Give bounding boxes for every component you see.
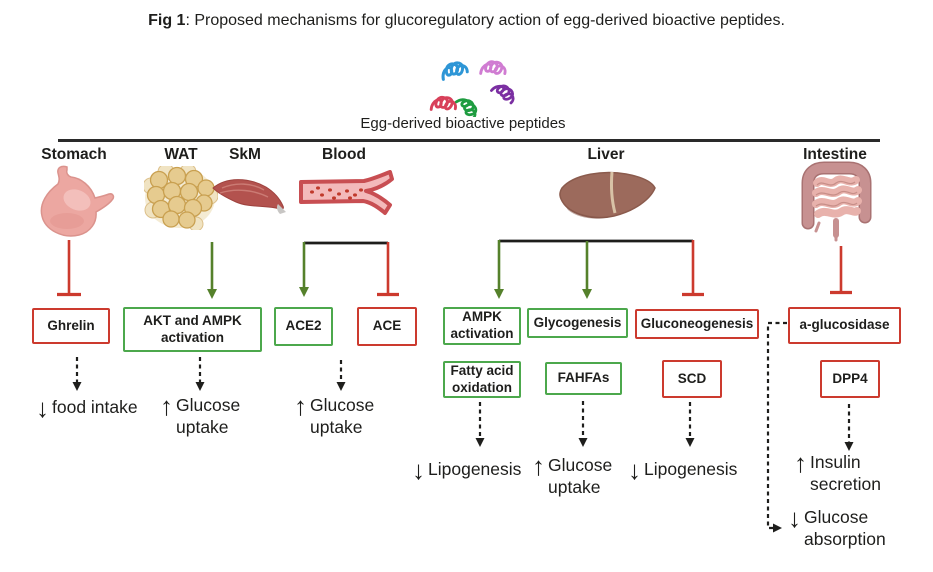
outcome-label: Glucose uptake <box>176 395 241 437</box>
outcome-label: food intake <box>52 397 138 417</box>
blood-branch <box>299 241 399 297</box>
down-arrow-icon: ↓ <box>412 455 425 485</box>
down-arrow-icon: ↓ <box>628 455 641 485</box>
box-ghrelin: Ghrelin <box>32 308 110 344</box>
divider-line <box>58 139 880 142</box>
outcome-label: Glucose uptake <box>310 395 375 437</box>
intestine-inhibit-line <box>830 246 852 295</box>
organ-label-blood: Blood <box>322 146 366 163</box>
organ-label-stomach: Stomach <box>41 146 107 163</box>
outcome-glucose-uptake-liver: ↑ Glucose uptake <box>532 451 613 499</box>
liver-branch <box>494 239 704 299</box>
outcome-glucose-uptake-blood: ↑ Glucose uptake <box>294 391 375 439</box>
skm-illustration <box>212 179 286 214</box>
up-arrow-icon: ↑ <box>794 448 807 478</box>
peptide-cluster-label: Egg-derived bioactive peptides <box>360 115 566 132</box>
figure-number: Fig 1 <box>148 12 186 29</box>
outcome-label: Glucose absorption <box>804 507 886 549</box>
box-akt-ampk: AKT and AMPK activation <box>123 307 262 352</box>
box-gluconeogenesis: Gluconeogenesis <box>635 309 759 339</box>
box-dpp4: DPP4 <box>820 360 880 398</box>
organ-label-skm: SkM <box>229 146 261 163</box>
stomach-illustration <box>40 165 115 237</box>
box-ampk-activation: AMPK activation <box>443 307 521 345</box>
box-ace2: ACE2 <box>274 307 333 346</box>
outcome-glucose-uptake-muscle: ↑ Glucose uptake <box>160 391 241 439</box>
up-arrow-icon: ↑ <box>294 391 307 421</box>
blood-vessel-illustration <box>299 170 394 215</box>
up-arrow-icon: ↑ <box>532 451 545 481</box>
box-fahfas: FAHFAs <box>545 362 622 395</box>
outcome-label: Lipogenesis <box>428 459 522 479</box>
organ-label-intestine: Intestine <box>803 146 867 163</box>
outcome-label: Insulin secretion <box>810 452 882 494</box>
outcome-food-intake: ↓ food intake <box>36 393 138 423</box>
intestine-illustration <box>801 161 872 242</box>
box-a-glucosidase: a-glucosidase <box>788 307 901 344</box>
wat-illustration <box>144 166 218 230</box>
organ-label-wat: WAT <box>164 146 198 163</box>
up-arrow-icon: ↑ <box>160 391 173 421</box>
figure-caption: : Proposed mechanisms for glucoregulator… <box>185 12 785 29</box>
glucose-absorption-connector <box>766 321 787 533</box>
stomach-inhibit-line <box>57 240 81 297</box>
down-arrow-icon: ↓ <box>788 503 801 533</box>
figure-title: Fig 1: Proposed mechanisms for glucoregu… <box>0 12 933 30</box>
outcome-label: Glucose uptake <box>548 455 613 497</box>
box-fatty-acid-oxidation: Fatty acid oxidation <box>443 361 521 398</box>
outcome-lipogenesis-scd: ↓ Lipogenesis <box>628 455 738 485</box>
down-arrow-icon: ↓ <box>36 393 49 423</box>
outcome-insulin-secretion: ↑ Insulin secretion <box>794 448 884 496</box>
organ-label-liver: Liver <box>587 146 625 163</box>
box-glycogenesis: Glycogenesis <box>527 308 628 338</box>
box-ace: ACE <box>357 307 417 346</box>
box-scd: SCD <box>662 360 722 398</box>
outcome-label: Lipogenesis <box>644 459 738 479</box>
outcome-glucose-absorption: ↓ Glucose absorption <box>788 503 890 551</box>
outcome-lipogenesis-liver: ↓ Lipogenesis <box>412 455 522 485</box>
liver-illustration <box>559 171 656 219</box>
